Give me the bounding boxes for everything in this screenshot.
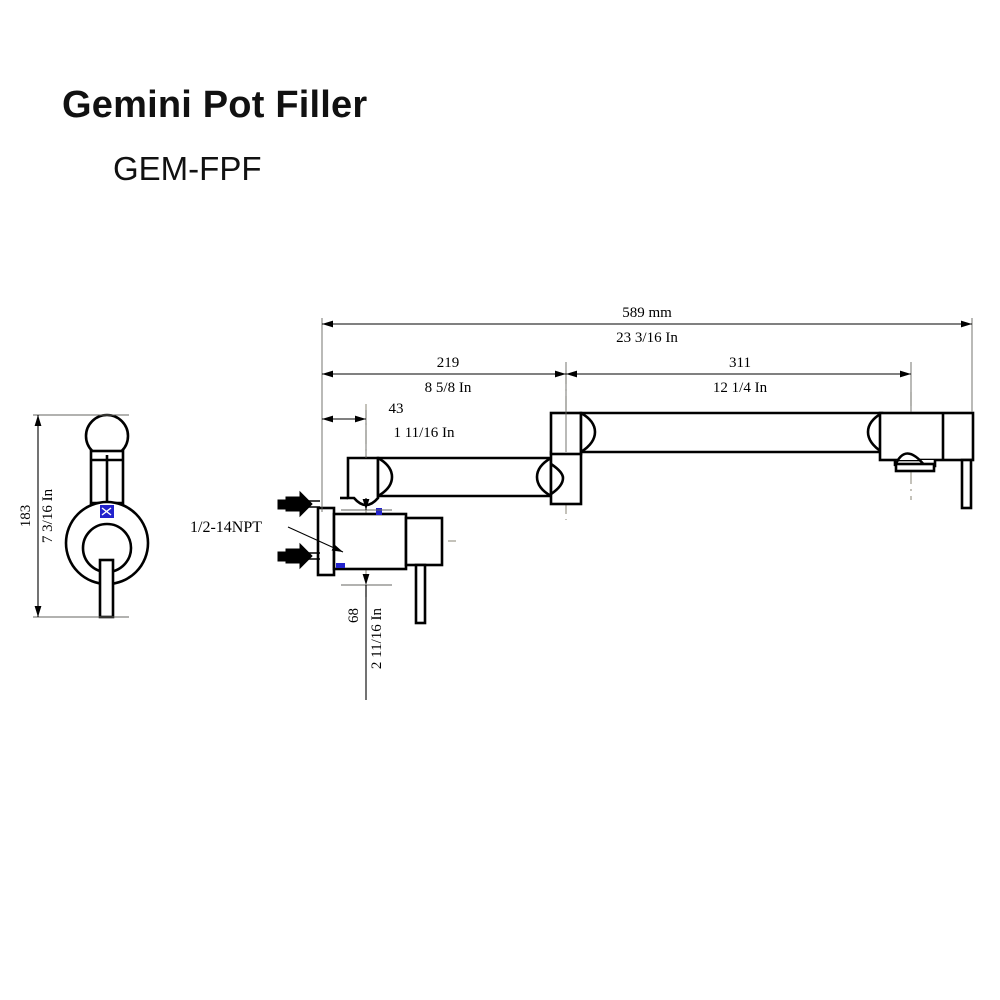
side-view-accent-glyph [101,507,112,516]
dimension-wall-offset-inch: 1 11/16 In [393,425,455,441]
elbow-joint-block [549,450,583,506]
dimension-upper-arm-inch: 12 1/4 In [713,380,768,396]
dimension-wall-offset-mm: 43 [389,401,404,417]
upper-arm-right-fillet [866,411,883,454]
dimension-wall-offset: 43 1 11/16 In [322,401,455,458]
annotation-inlet-thread: 1/2-14NPT [190,519,344,553]
valve-body [332,512,408,571]
dimension-upper-arm-mm: 311 [729,355,751,371]
lower-arm-hub [346,456,380,507]
dimension-overall-length-inch: 23 3/16 In [616,330,678,346]
lower-arm-right-fillet [535,456,552,498]
dimension-lower-arm-mm: 219 [437,355,460,371]
upper-arm [579,411,884,454]
spout-nozzle-collar [894,462,936,473]
dimension-side-height: 183 7 3/16 In [18,414,129,618]
model-number: GEM-FPF [113,150,262,187]
lower-arm-left-fillet [377,456,394,498]
front-elevation-view: 589 mm 23 3/16 In 219 8 5/8 In 311 12 1/… [190,305,975,700]
lower-arm [376,456,553,498]
spout-handle-rod [960,458,973,510]
side-view-spout-rod [98,558,115,619]
valve-accent-top [376,508,382,515]
side-elevation-view: 183 7 3/16 In [18,413,150,619]
upper-arm-left-fillet [580,411,597,454]
spout-head [878,411,975,462]
valve-handle-rod [414,563,427,625]
dimension-side-height-mm: 183 [18,505,34,528]
dimension-body-height-mm: 68 [346,608,362,623]
dimension-lower-arm-inch: 8 5/8 In [425,380,472,396]
elbow-joint-notch [550,462,565,496]
annotation-inlet-thread-label: 1/2-14NPT [190,519,262,536]
dimension-body-height-inch: 2 11/16 In [369,608,385,670]
dimension-upper-arm: 311 12 1/4 In [566,355,912,412]
valve-cap [404,516,444,567]
npt-inlet-lower [277,542,320,570]
dimension-body-height: 68 2 11/16 In [341,498,392,700]
page-title: Gemini Pot Filler [62,84,368,126]
npt-inlet-upper [277,490,320,518]
dimension-side-height-inch: 7 3/16 In [40,488,56,543]
dimension-overall-length: 589 mm 23 3/16 In [321,305,973,512]
dimension-lower-arm: 219 8 5/8 In [322,355,567,452]
dimension-overall-length-mm: 589 mm [622,305,672,321]
valve-accent-bottom [336,563,345,568]
